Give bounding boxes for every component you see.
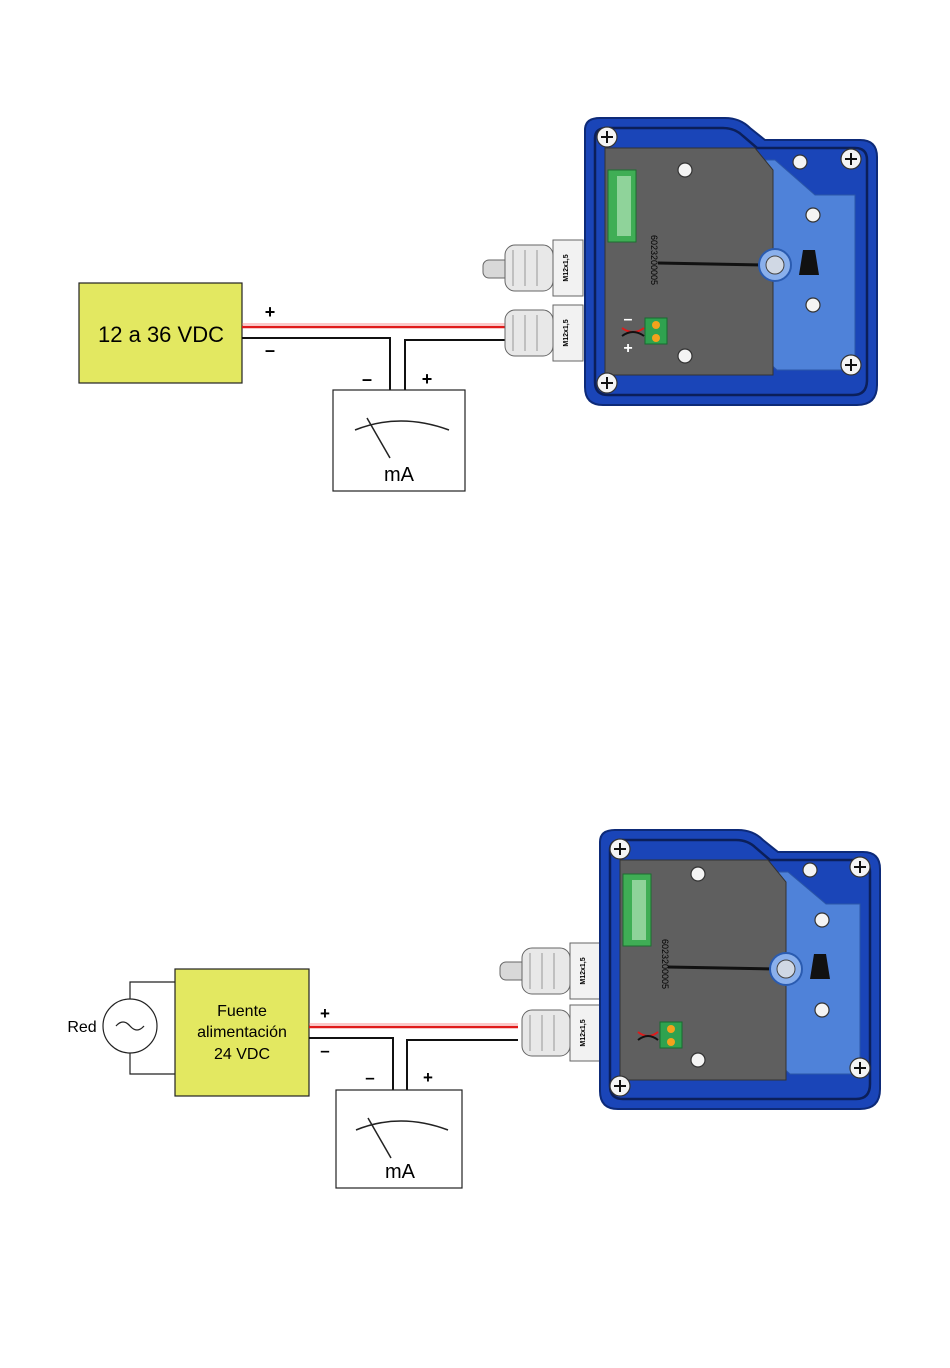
supply-minus-sign: – (320, 1041, 329, 1060)
power-supply-line1: Fuente (217, 1003, 267, 1020)
meter-unit-label: mA (385, 1161, 416, 1183)
gland-lower-label: M12x1,5 (563, 319, 570, 346)
power-supply-line3: 24 VDC (214, 1046, 270, 1063)
cable-gland-lower: M12x1,5 (522, 1005, 600, 1061)
supply-plus-sign: + (265, 302, 276, 322)
cable-gland-upper: M12x1,5 (500, 943, 600, 999)
board-code: 6023200005 (660, 939, 670, 989)
transmitter-housing: 6023200005 (600, 830, 880, 1109)
supply-plus-sign: + (320, 1004, 330, 1023)
power-supply-line2: alimentación (197, 1024, 287, 1041)
meter-minus-sign: – (362, 369, 372, 389)
mains-wire-bottom (130, 1053, 175, 1074)
terminal-plus-sign: + (623, 340, 632, 357)
meter-plus-sign: + (423, 1068, 433, 1087)
pointer-arm (658, 263, 765, 265)
cable-gland-lower: M12x1,5 (505, 305, 583, 361)
supply-minus-sign: – (265, 340, 275, 360)
cable-gland-upper: M12x1,5 (483, 240, 583, 296)
wiring-diagram-bottom-svg: Red Fuente alimentación 24 VDC + – – + m… (48, 812, 898, 1202)
power-supply-label: 12 a 36 VDC (98, 322, 224, 347)
meter-plus-sign: + (422, 369, 433, 389)
mains-label: Red (67, 1019, 96, 1036)
wiring-diagram-12-36vdc: 12 a 36 VDC + – – + mA M12x1,5 M12x1,5 (55, 100, 890, 515)
wiring-diagram-top-svg: 12 a 36 VDC + – – + mA M12x1,5 M12x1,5 (55, 100, 890, 515)
meter-minus-sign: – (365, 1068, 374, 1087)
mains-wire-top (130, 982, 175, 999)
transmitter-housing: – + 6023200005 (585, 118, 877, 405)
wiring-diagram-24vdc: Red Fuente alimentación 24 VDC + – – + m… (48, 812, 898, 1202)
board-code: 6023200005 (649, 235, 659, 285)
gland-upper-label: M12x1,5 (580, 957, 587, 984)
pointer-arm (668, 967, 776, 969)
gland-upper-label: M12x1,5 (563, 254, 570, 281)
gland-lower-label: M12x1,5 (580, 1019, 587, 1046)
meter-unit-label: mA (384, 464, 415, 486)
terminal-minus-sign: – (624, 311, 633, 328)
